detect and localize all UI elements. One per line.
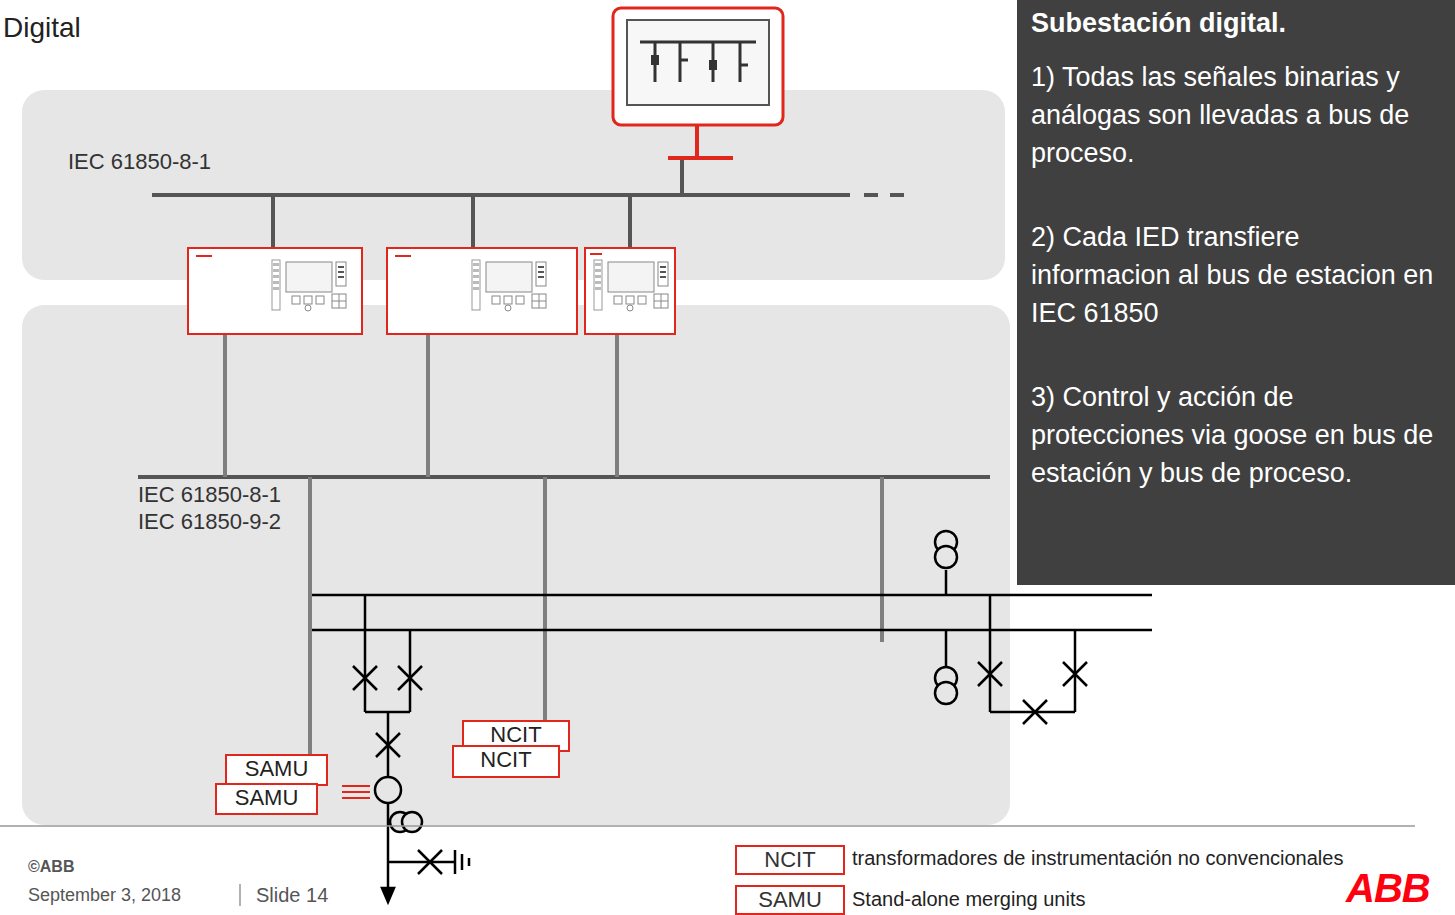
ied-devices-part bbox=[590, 253, 602, 255]
single-line-diagram-part bbox=[353, 666, 377, 690]
single-line-diagram-part bbox=[978, 662, 1002, 686]
panel-note: 2) Cada IED transfiere informacion al bu… bbox=[1031, 218, 1445, 332]
process-drops-part bbox=[543, 477, 547, 735]
hmi-monitor-part bbox=[740, 64, 748, 67]
single-line-diagram-part bbox=[364, 595, 367, 712]
ct-signal-lines-part bbox=[342, 791, 370, 793]
bus-wires-part bbox=[271, 195, 275, 250]
single-line-diagram-part bbox=[375, 777, 401, 803]
hmi-monitor bbox=[613, 8, 783, 158]
single-line-diagram-part bbox=[398, 666, 422, 690]
process-drops-part bbox=[615, 334, 619, 477]
ct-signal-lines bbox=[342, 786, 370, 798]
single-line-diagram-part bbox=[402, 812, 422, 832]
legend-sample-box: NCIT bbox=[735, 845, 845, 875]
hmi-monitor-part bbox=[695, 125, 699, 158]
panel-heading: Subestación digital. bbox=[1031, 6, 1445, 40]
footer-rules bbox=[0, 826, 1415, 906]
single-line-diagram-part bbox=[945, 630, 948, 667]
ied-devices-part bbox=[272, 260, 346, 311]
slide-title: Digital bbox=[3, 12, 81, 44]
bus-wires-part bbox=[628, 195, 632, 250]
single-line-diagram-part bbox=[454, 850, 457, 874]
panel-note: 3) Control y acción de protecciones via … bbox=[1031, 378, 1445, 492]
legend-text: Stand-alone merging units bbox=[852, 888, 1085, 911]
hmi-monitor-part bbox=[679, 42, 682, 82]
legend-sample-box: SAMU bbox=[735, 885, 845, 915]
ct-signal-lines-part bbox=[342, 797, 370, 799]
samu-box: SAMU bbox=[225, 754, 328, 786]
bus-wires-part bbox=[152, 193, 850, 197]
protocol-label: IEC 61850-8-1 bbox=[68, 148, 1005, 175]
single-line-diagram-part bbox=[935, 546, 957, 568]
ct-signal-lines-part bbox=[342, 785, 370, 787]
single-line-diagram-part bbox=[1023, 700, 1047, 724]
protocol-label: IEC 61850-8-1 bbox=[138, 481, 1010, 508]
slide-number: Slide 14 bbox=[256, 884, 328, 907]
hmi-monitor-part bbox=[613, 8, 783, 125]
ied-devices-part bbox=[387, 248, 577, 334]
footer-rules-part bbox=[0, 825, 1415, 827]
protocol-label: IEC 61850-9-2 bbox=[138, 508, 1010, 535]
single-line-diagram-part bbox=[989, 595, 992, 712]
process-level-band: IEC 61850-8-1IEC 61850-9-2SAMUSAMUNCITNC… bbox=[22, 305, 1010, 825]
ied-devices bbox=[188, 248, 675, 334]
process-drops-part bbox=[223, 334, 227, 477]
hmi-monitor-part bbox=[668, 156, 733, 160]
single-line-diagram-part bbox=[312, 629, 1152, 632]
bus-wires-part bbox=[864, 193, 915, 197]
single-line-diagram-part bbox=[388, 861, 455, 864]
panel-note: 1) Todas las señales binarias y análogas… bbox=[1031, 58, 1445, 172]
ied-devices-part bbox=[594, 260, 668, 311]
unit-label: NCIT bbox=[480, 747, 531, 773]
single-line-diagram-part bbox=[418, 850, 442, 874]
single-line-diagram-part bbox=[382, 888, 394, 902]
process-drops bbox=[225, 334, 882, 765]
hmi-monitor-part bbox=[627, 20, 769, 105]
bus-wires-part bbox=[471, 195, 475, 250]
unit-label: SAMU bbox=[235, 785, 299, 811]
ied-devices-part bbox=[472, 260, 546, 311]
single-line-diagram-part bbox=[1074, 630, 1077, 712]
single-line-diagram-part bbox=[461, 854, 464, 870]
process-drops-part bbox=[308, 477, 312, 765]
ied-devices-part bbox=[395, 255, 411, 257]
hmi-monitor-part bbox=[739, 42, 742, 82]
hmi-monitor-part bbox=[680, 59, 688, 62]
samu-box: SAMU bbox=[215, 783, 318, 815]
single-line-diagram bbox=[312, 531, 1152, 902]
ied-devices-part bbox=[188, 248, 362, 334]
unit-label: SAMU bbox=[245, 756, 309, 782]
legend-text: transformadores de instrumentación no co… bbox=[852, 847, 1343, 870]
abb-logo: ABB bbox=[1346, 866, 1430, 911]
single-line-diagram-part bbox=[468, 858, 471, 866]
footer-rules-part bbox=[239, 884, 241, 906]
process-drops-part bbox=[880, 477, 884, 642]
single-line-diagram-part bbox=[935, 682, 957, 704]
notes-panel: Subestación digital. 1) Todas las señales… bbox=[1017, 0, 1455, 585]
single-line-diagram-part bbox=[409, 630, 412, 712]
bus-wires-part bbox=[138, 475, 990, 479]
bus-wires bbox=[138, 158, 990, 477]
hmi-monitor-part bbox=[709, 60, 717, 70]
hmi-monitor-part bbox=[651, 55, 659, 65]
single-line-diagram-part bbox=[945, 570, 948, 595]
ied-devices-part bbox=[585, 248, 675, 334]
copyright: ©ABB bbox=[28, 858, 74, 876]
ncit-box: NCIT bbox=[452, 745, 560, 778]
single-line-diagram-part bbox=[312, 594, 1152, 597]
single-line-diagram-part bbox=[1063, 662, 1087, 686]
footer-date: September 3, 2018 bbox=[28, 885, 181, 906]
bus-wires-part bbox=[680, 158, 684, 195]
ied-devices-part bbox=[196, 255, 212, 257]
single-line-diagram-part bbox=[376, 733, 400, 757]
process-drops-part bbox=[426, 334, 430, 477]
